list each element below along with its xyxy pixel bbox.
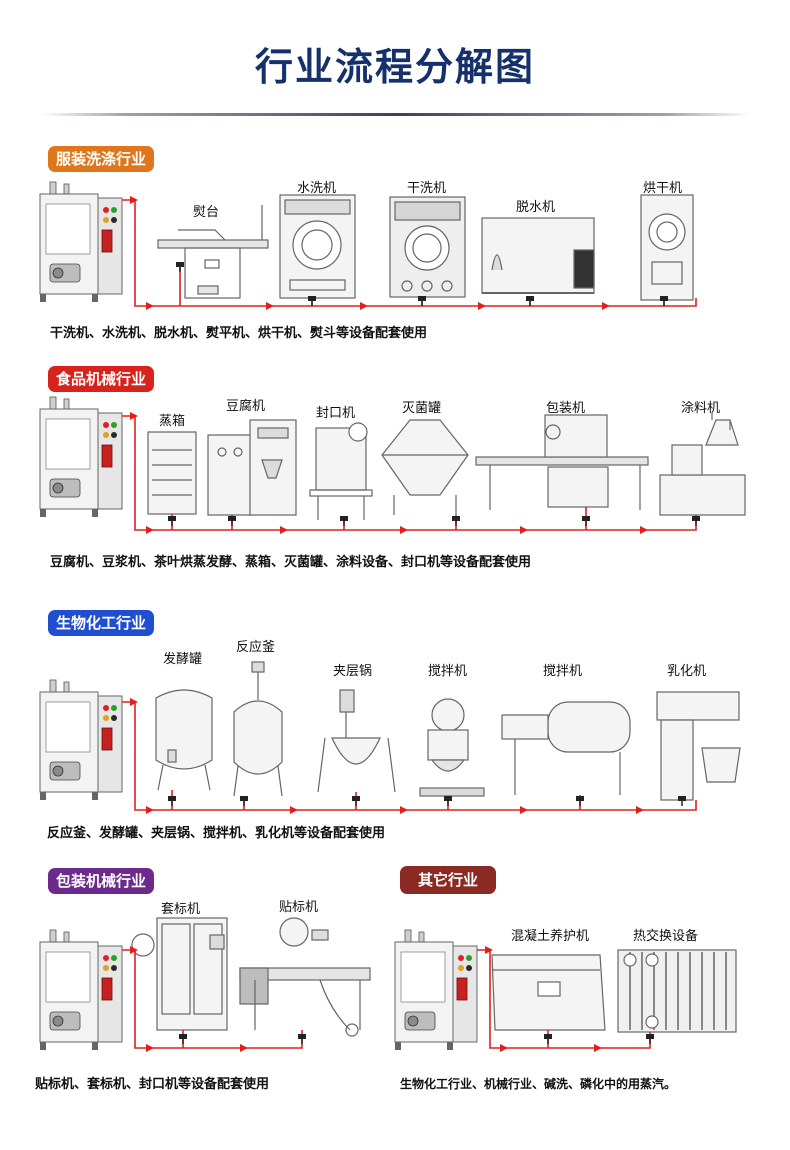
label-mixer-2: 搅拌机 (543, 664, 583, 679)
valves-other (543, 1033, 655, 1045)
page-title: 行业流程分解图 (254, 45, 535, 89)
badge-bio-chemical: 生物化工行业 (48, 610, 155, 636)
label-steamer: 蒸箱 (159, 414, 186, 429)
label-heat-exchanger: 热交换设备 (633, 929, 699, 944)
badge-other-industries: 其它行业 (400, 866, 497, 894)
caption-packaging-machinery: 贴标机、套标机、封口机等设备配套使用 (35, 1077, 270, 1092)
badge-packaging-machinery: 包装机械行业 (48, 868, 155, 894)
flow-arrows-other (485, 946, 602, 1052)
label-emulsifier: 乳化机 (667, 664, 707, 679)
machine-group-food (147, 412, 746, 520)
label-sterilizer: 灭菌罐 (402, 401, 442, 416)
label-fermenter: 发酵罐 (163, 652, 203, 667)
label-sleeve-labeler: 套标机 (161, 902, 201, 917)
label-reactor: 反应釜 (236, 640, 276, 655)
label-sealing-machine: 封口机 (316, 406, 356, 421)
label-labeler: 贴标机 (279, 900, 319, 915)
boiler-packaging (39, 929, 123, 1051)
flow-arrows-bio (130, 698, 644, 814)
flow-arrows-garment (130, 196, 610, 310)
label-ironing-table: 熨台 (193, 205, 220, 220)
label-jacketed-kettle: 夹层锅 (333, 664, 373, 679)
caption-food-machinery: 豆腐机、豆浆机、茶叶烘蒸发酵、蒸箱、灭菌罐、涂料设备、封口机等设备配套使用 (50, 555, 532, 570)
label-dryer: 烘干机 (643, 181, 683, 196)
machine-group-other (491, 949, 737, 1033)
badge-food-machinery: 食品机械行业 (48, 366, 155, 392)
label-coating-machine: 涂料机 (681, 401, 721, 416)
label-packing-machine: 包装机 (546, 401, 586, 416)
boiler-other (394, 929, 478, 1051)
title-divider (40, 113, 750, 116)
label-concrete-curing: 混凝土养护机 (511, 929, 590, 944)
valves-packaging (178, 1033, 307, 1045)
badge-garment-washing: 服装洗涤行业 (48, 146, 155, 172)
label-dry-cleaner: 干洗机 (407, 181, 447, 196)
boiler-garment-washing (39, 181, 123, 303)
machine-group-garment (157, 194, 694, 301)
caption-other-industries: 生物化工行业、机械行业、碱洗、磷化中的用蒸汽。 (400, 1077, 677, 1091)
boiler-bio-chemical (39, 679, 123, 801)
machine-group-packaging (131, 917, 371, 1037)
machine-group-bio (155, 661, 741, 801)
boiler-food-machinery (39, 396, 123, 518)
flow-arrows-packaging (130, 946, 248, 1052)
caption-garment-washing: 干洗机、水洗机、脱水机、熨平机、烘干机、熨斗等设备配套使用 (50, 326, 428, 341)
caption-bio-chemical: 反应釜、发酵罐、夹层锅、搅拌机、乳化机等设备配套使用 (47, 826, 386, 841)
flow-arrows-food (130, 412, 648, 534)
valves-food (167, 515, 701, 527)
label-mixer-1: 搅拌机 (428, 664, 468, 679)
label-dehydrator: 脱水机 (516, 200, 556, 215)
valves-bio (167, 795, 687, 807)
label-tofu-machine: 豆腐机 (226, 399, 266, 414)
label-washing-machine: 水洗机 (297, 181, 337, 196)
